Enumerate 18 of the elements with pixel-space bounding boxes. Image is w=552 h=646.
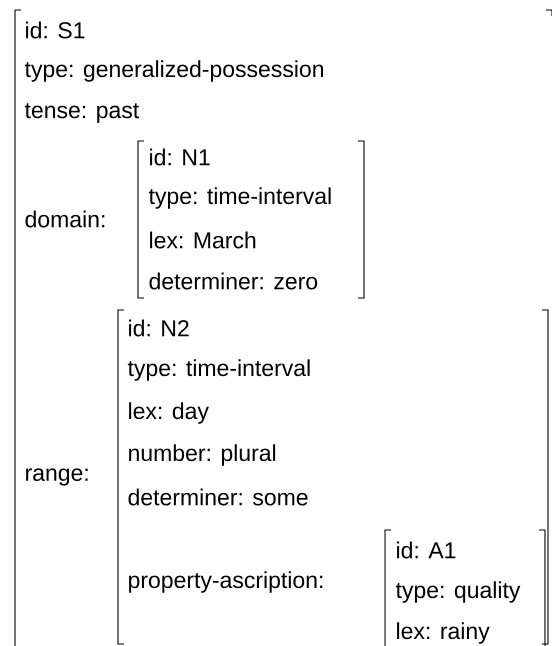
attribute-label: id: N1 bbox=[150, 148, 210, 166]
attribute-label: determiner: zero bbox=[150, 272, 318, 290]
attribute-label: id: A1 bbox=[397, 542, 456, 558]
attribute-label: lex: March bbox=[150, 232, 256, 248]
attribute-label: type: time-interval bbox=[148, 187, 331, 209]
attribute-label: domain: bbox=[26, 210, 104, 228]
attribute-label: type: quality bbox=[396, 581, 520, 603]
attribute-label: lex: day bbox=[129, 402, 209, 424]
attribute-label: type: generalized-possession bbox=[24, 60, 324, 82]
attribute-label: number: plural bbox=[129, 444, 276, 466]
attribute-label: type: time-interval bbox=[128, 359, 310, 381]
attribute-label: determiner: some bbox=[128, 488, 308, 506]
attribute-label: property-ascription: bbox=[129, 571, 322, 593]
attribute-label: lex: rainy bbox=[397, 622, 490, 644]
attribute-label: range: bbox=[26, 468, 88, 486]
attribute-label: id: N2 bbox=[129, 320, 189, 336]
attribute-label: tense: past bbox=[24, 103, 139, 123]
attribute-label: id: S1 bbox=[26, 22, 84, 38]
